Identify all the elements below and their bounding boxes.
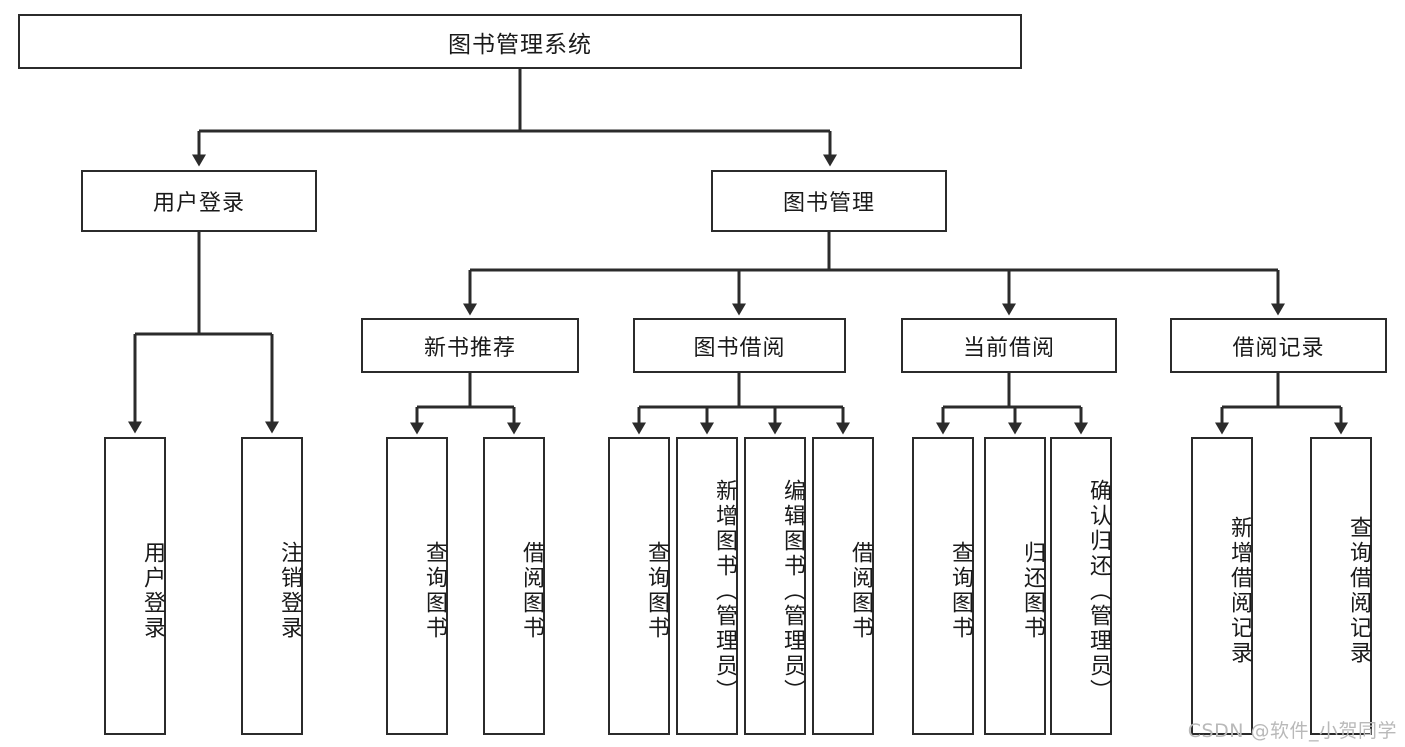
leaf-query-book-current[interactable]: 查询图书 xyxy=(912,437,974,735)
leaf-query-book-recommend[interactable]: 查询图书 xyxy=(386,437,448,735)
leaf-confirm-return-admin[interactable]: 确认归还（管理员） xyxy=(1050,437,1112,735)
leaf-return-book[interactable]: 归还图书 xyxy=(984,437,1046,735)
node-current-borrow[interactable]: 当前借阅 xyxy=(901,318,1117,373)
node-borrow-record[interactable]: 借阅记录 xyxy=(1170,318,1387,373)
csdn-watermark: CSDN @软件_小贺同学 xyxy=(1187,720,1397,742)
node-root-book-management-system[interactable]: 图书管理系统 xyxy=(18,14,1022,69)
leaf-user-login[interactable]: 用户登录 xyxy=(104,437,166,735)
leaf-query-borrow-record[interactable]: 查询借阅记录 xyxy=(1310,437,1372,735)
node-new-book-recommend[interactable]: 新书推荐 xyxy=(361,318,579,373)
leaf-query-book-borrow[interactable]: 查询图书 xyxy=(608,437,670,735)
node-book-management[interactable]: 图书管理 xyxy=(711,170,947,232)
node-book-borrow[interactable]: 图书借阅 xyxy=(633,318,846,373)
leaf-user-logout[interactable]: 注销登录 xyxy=(241,437,303,735)
leaf-borrow-book-recommend[interactable]: 借阅图书 xyxy=(483,437,545,735)
node-user-login[interactable]: 用户登录 xyxy=(81,170,317,232)
leaf-borrow-book[interactable]: 借阅图书 xyxy=(812,437,874,735)
leaf-edit-book-admin[interactable]: 编辑图书（管理员） xyxy=(744,437,806,735)
leaf-add-book-admin[interactable]: 新增图书（管理员） xyxy=(676,437,738,735)
leaf-add-borrow-record[interactable]: 新增借阅记录 xyxy=(1191,437,1253,735)
